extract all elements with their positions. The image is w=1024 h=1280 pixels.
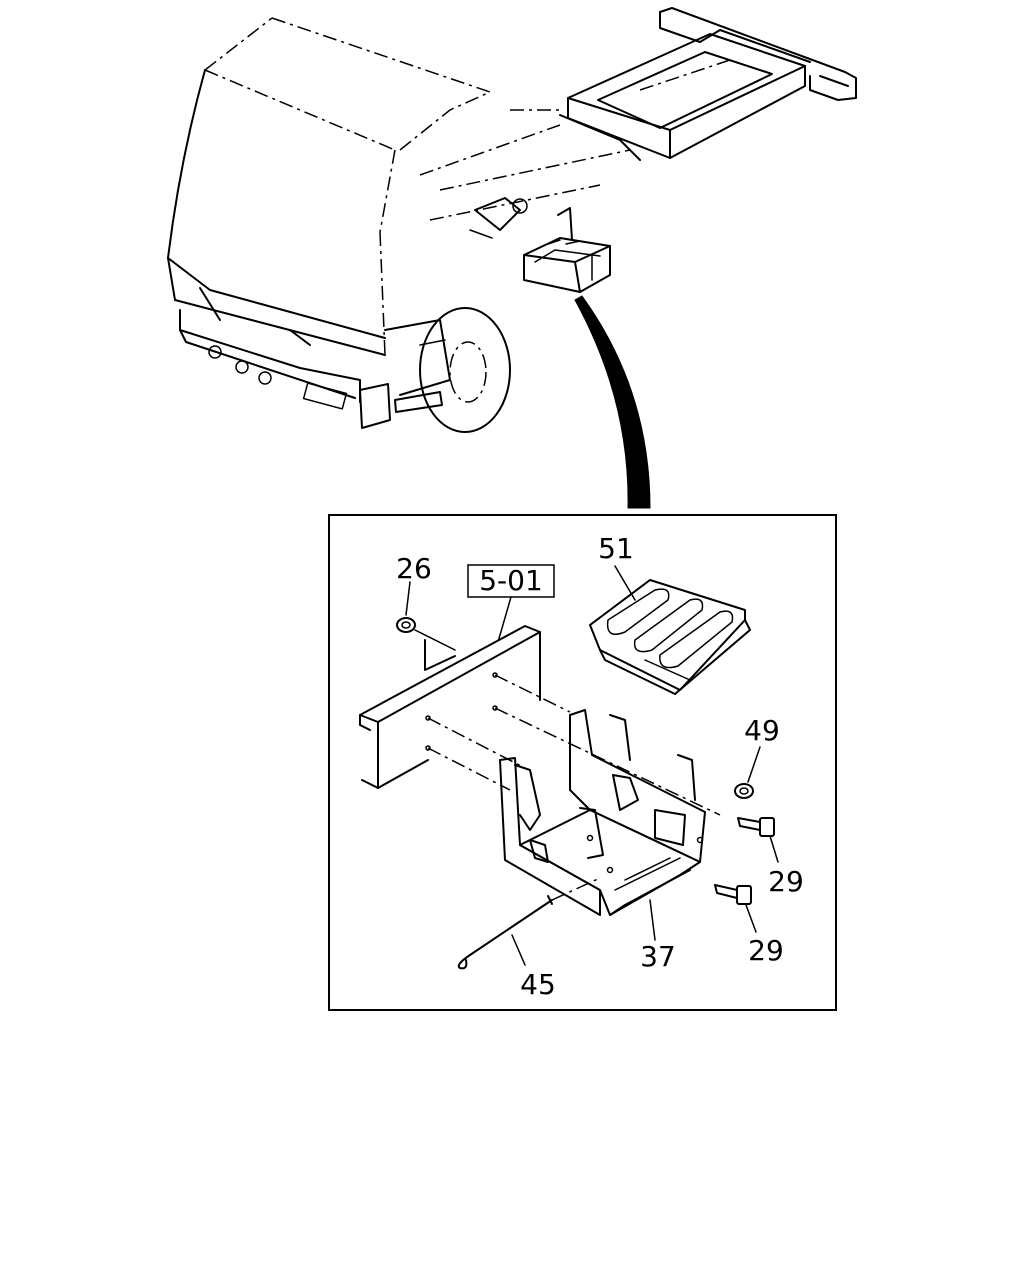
nut-26[interactable] <box>396 617 456 651</box>
callout-51: 51 <box>598 532 634 565</box>
hook-rod-45[interactable] <box>457 895 553 970</box>
bolt-29-lower[interactable] <box>714 884 752 905</box>
reference-label-text: 5-01 <box>479 564 543 597</box>
callout-37: 37 <box>640 940 676 973</box>
detail-pointer-arrow <box>574 295 651 509</box>
callout-26: 26 <box>396 552 432 585</box>
nut-49[interactable] <box>734 783 754 799</box>
tow-hook-icon <box>208 345 222 359</box>
detail-frame <box>328 514 837 1011</box>
battery-box-location <box>523 207 611 293</box>
detail-box: 5-01 <box>328 514 837 1011</box>
truck-overview <box>167 7 857 509</box>
battery-cover-51[interactable] <box>589 579 751 695</box>
callout-29-lower: 29 <box>748 934 784 967</box>
reference-label[interactable]: 5-01 <box>467 564 555 598</box>
frame-rail <box>359 625 541 789</box>
engine-parts <box>469 197 528 239</box>
callout-49: 49 <box>744 714 780 747</box>
front-wheel <box>419 307 511 433</box>
step-fender <box>384 319 451 413</box>
callout-29-upper: 29 <box>768 865 804 898</box>
cab-body <box>167 17 641 356</box>
battery-bracket-37[interactable] <box>499 709 706 916</box>
front-bumper <box>179 309 391 429</box>
rear-chassis-frame <box>567 7 857 159</box>
callout-45: 45 <box>520 968 556 1001</box>
bolt-29-upper[interactable] <box>737 817 775 837</box>
